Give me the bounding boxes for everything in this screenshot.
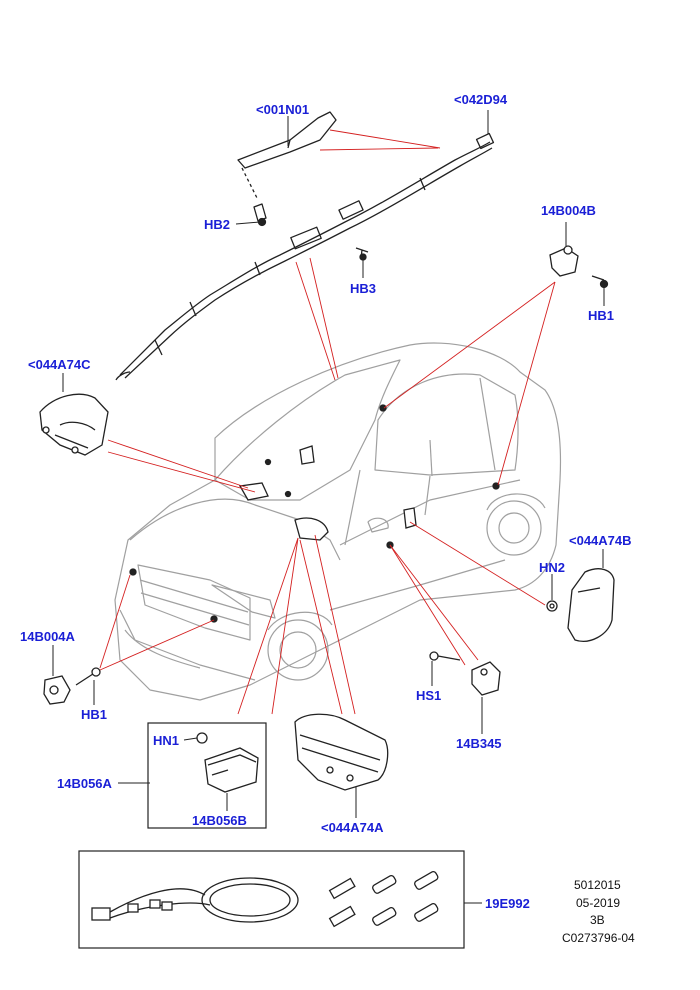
footer-rev: 3B [590,913,605,927]
sensor-14B004B-part [549,245,609,289]
callout-HS1[interactable]: HS1 [416,688,442,703]
callout-14B004A[interactable]: 14B004A [20,629,75,644]
callout-HN2[interactable]: HN2 [539,560,566,575]
callout-14B056B[interactable]: 14B056B [192,813,247,828]
leader-lines-red [99,129,556,715]
callout-HB3[interactable]: HB3 [350,281,377,296]
callout-HB1-bottom[interactable]: HB1 [81,707,108,722]
callout-044A74A[interactable]: <044A74A [321,820,384,835]
footer-code-1: 5012015 [574,878,621,892]
callout-14B004B[interactable]: 14B004B [541,203,596,218]
callout-042D94[interactable]: <042D94 [454,92,508,107]
kit-19E992-box [78,850,465,949]
footer-date: 05-2019 [576,896,621,910]
callout-044A74C[interactable]: <044A74C [28,357,91,372]
airbag-044A74C-part [39,393,109,456]
interior-modules [129,404,500,623]
callout-19E992[interactable]: 19E992 [485,896,530,911]
module-14B056A-box [147,722,267,829]
callout-HN1[interactable]: HN1 [153,733,180,748]
airbag-044A74B-part [546,568,615,642]
module-14B056B-part [196,732,259,793]
airbag-044A74A-part [294,713,389,791]
leader-lines-black [52,110,605,904]
callout-HB1-top[interactable]: HB1 [588,308,615,323]
callout-14B345[interactable]: 14B345 [456,736,502,751]
wiring-harness-part [91,870,439,928]
curtain-airbag-part [115,111,495,381]
sensor-14B004A-part [43,667,101,705]
callout-14B056A[interactable]: 14B056A [57,776,112,791]
sensor-14B345-part [429,651,501,696]
footer-drawing-number: C0273796-04 [562,931,635,945]
callout-001N01[interactable]: <001N01 [256,102,310,117]
vehicle-outline [114,342,562,701]
callout-HB2[interactable]: HB2 [204,217,231,232]
callout-044A74B[interactable]: <044A74B [569,533,632,548]
